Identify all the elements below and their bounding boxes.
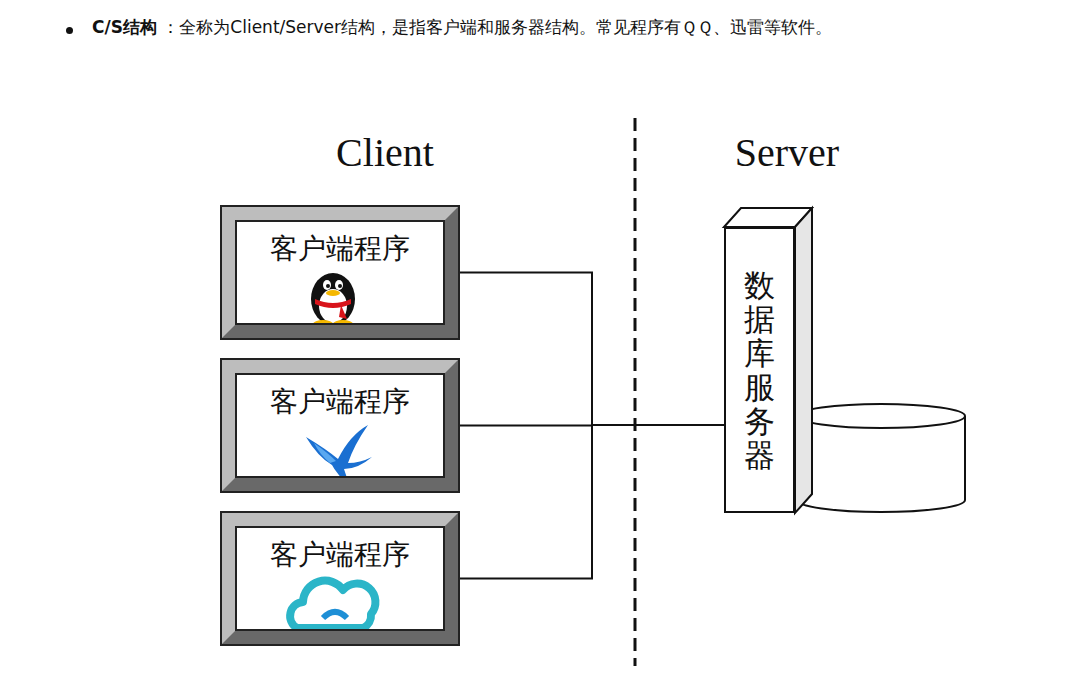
description-text: ：全称为Client/Server结构，是指客户端和服务器结构。常见程序有ＱＱ、… xyxy=(157,17,832,37)
node-label: 客户端程序 xyxy=(270,536,410,574)
qq-penguin-icon xyxy=(311,273,355,328)
client-box: 客户端程序 xyxy=(222,360,458,491)
node-label: 客户端程序 xyxy=(270,230,410,268)
term-heading: C/S结构 xyxy=(92,17,157,37)
xunlei-bird-icon xyxy=(306,425,372,487)
section-label: Client xyxy=(336,129,434,176)
section-label: Server xyxy=(735,129,839,176)
node-label: 客户端程序 xyxy=(270,383,410,421)
node-label: 数据库服务器 xyxy=(744,268,775,473)
database-cylinder xyxy=(797,404,965,512)
client-box: 客户端程序 xyxy=(222,513,458,644)
bullet-dot xyxy=(66,27,73,34)
client-box: 客户端程序 xyxy=(222,207,458,338)
connector-line xyxy=(458,273,724,426)
connector-line xyxy=(458,425,724,579)
server-box: 数据库服务器 xyxy=(724,227,795,513)
cloud-icon xyxy=(290,581,375,628)
headline: C/S结构 ：全称为Client/Server结构，是指客户端和服务器结构。常见… xyxy=(92,16,832,39)
server-3d-sides xyxy=(724,208,812,513)
divider-line xyxy=(634,118,637,666)
